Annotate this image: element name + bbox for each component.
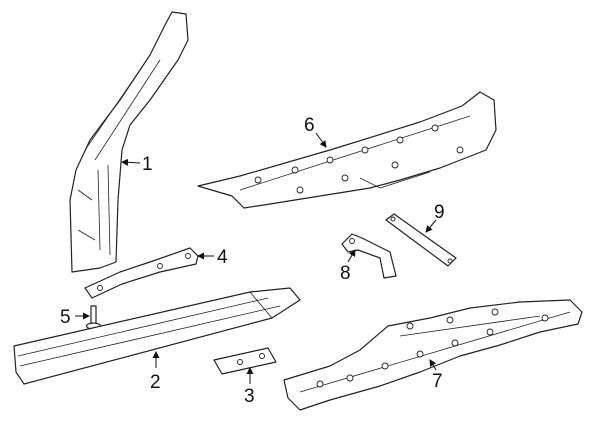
leader-8 (347, 249, 356, 263)
part-7-floor-rear[interactable] (283, 299, 583, 411)
callout-5: 5 (60, 307, 71, 328)
part-6-floor-front[interactable] (197, 91, 497, 209)
part-4-reinforcement[interactable] (84, 247, 199, 299)
callout-4: 4 (217, 247, 228, 268)
part-2-rocker-panel[interactable] (13, 287, 301, 385)
part-1-hinge-pillar[interactable] (69, 11, 189, 273)
callout-9: 9 (434, 202, 445, 223)
leader-9 (425, 219, 437, 233)
callout-3: 3 (244, 386, 255, 407)
leader-1 (121, 158, 141, 166)
callout-7: 7 (432, 371, 443, 392)
part-3-bracket[interactable] (213, 347, 277, 375)
part-5-bolt[interactable] (85, 305, 102, 330)
callout-1: 1 (142, 154, 153, 175)
part-9-strap[interactable] (385, 213, 457, 267)
callout-2: 2 (150, 372, 161, 393)
callout-6: 6 (304, 115, 315, 136)
callout-8: 8 (340, 263, 351, 284)
leader-7 (429, 359, 437, 371)
leader-6 (315, 132, 327, 148)
